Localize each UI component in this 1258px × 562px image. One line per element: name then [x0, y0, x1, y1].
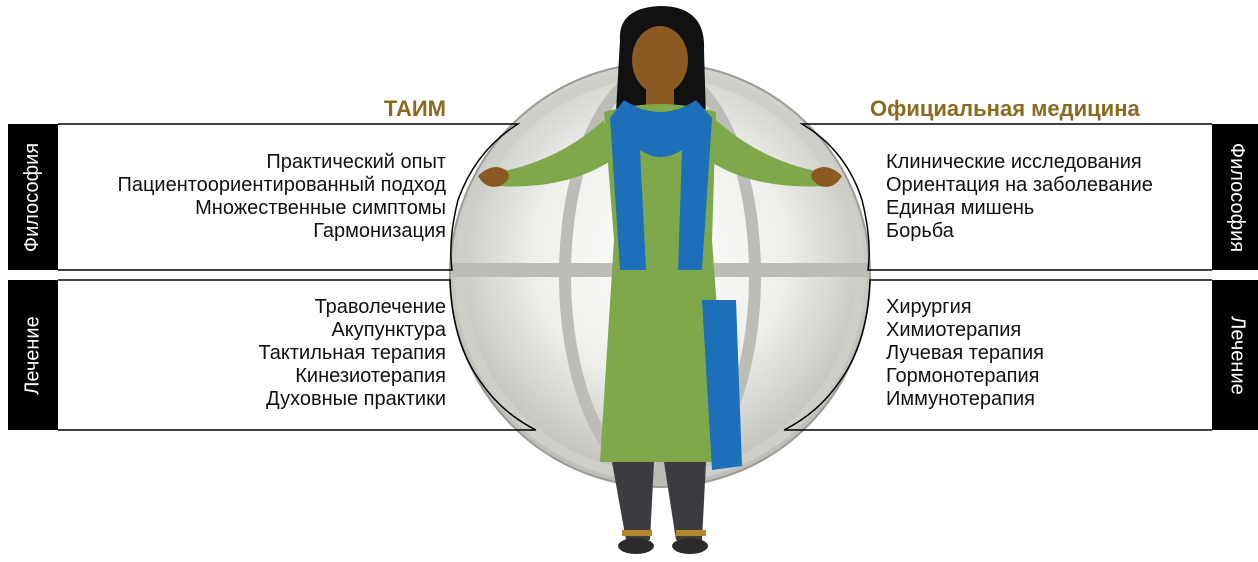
list-item: Гармонизация [313, 220, 446, 242]
right-panel-frame [783, 123, 1212, 431]
left-philosophy-label-text: Философия [21, 142, 44, 252]
list-item: Борьба [886, 220, 954, 242]
left-treatment-list: Траволечение Акупунктура Тактильная тера… [258, 296, 446, 411]
left-philosophy-list: Практический опыт Пациентоориентированны… [117, 151, 446, 243]
conventional-medicine-title: Официальная медицина [870, 96, 1140, 121]
list-item: Практический опыт [266, 151, 446, 173]
list-item: Иммунотерапия [886, 388, 1035, 410]
left-philosophy-label: Философия [8, 124, 58, 270]
left-panel-frame [58, 123, 537, 431]
list-item: Гормонотерапия [886, 365, 1040, 387]
list-item: Клинические исследования [886, 151, 1142, 173]
list-item: Единая мишень [886, 197, 1035, 219]
woman-figure [478, 6, 842, 554]
list-item: Ориентация на заболевание [886, 174, 1153, 196]
list-item: Кинезиотерапия [295, 365, 446, 387]
right-philosophy-list: Клинические исследования Ориентация на з… [886, 151, 1153, 243]
list-item: Лучевая терапия [886, 342, 1044, 364]
list-item: Множественные симптомы [195, 197, 446, 219]
right-treatment-label: Лечение [1212, 280, 1258, 430]
list-item: Тактильная терапия [258, 342, 446, 364]
list-item: Духовные практики [266, 388, 446, 410]
list-item: Химиотерапия [886, 319, 1022, 341]
list-item: Акупунктура [331, 319, 446, 341]
right-treatment-list: Хирургия Химиотерапия Лучевая терапия Го… [886, 296, 1044, 411]
right-philosophy-label: Философия [1212, 124, 1258, 270]
tcim-title: ТАИМ [383, 96, 446, 121]
list-item: Пациентоориентированный подход [117, 174, 446, 196]
right-treatment-label-text: Лечение [1226, 315, 1249, 395]
list-item: Хирургия [886, 296, 972, 318]
right-philosophy-label-text: Философия [1226, 142, 1249, 252]
left-treatment-label: Лечение [8, 280, 58, 430]
left-treatment-label-text: Лечение [21, 315, 44, 395]
list-item: Траволечение [314, 296, 446, 318]
